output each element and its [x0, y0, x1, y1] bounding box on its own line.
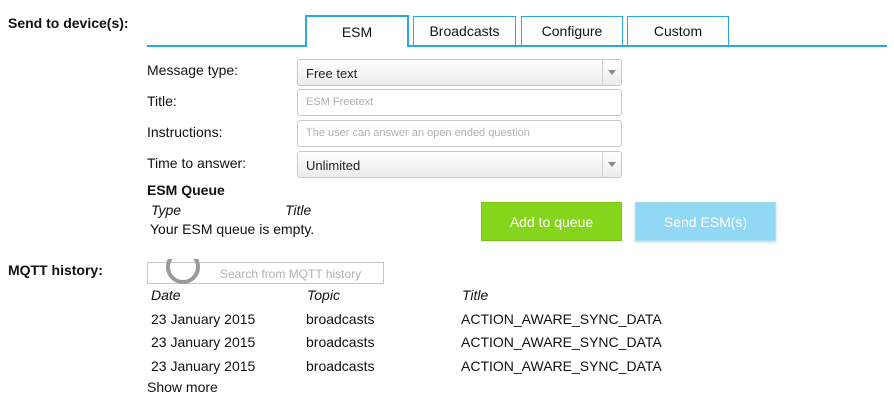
tab-bar-underline [147, 45, 887, 47]
title-field[interactable] [297, 89, 622, 116]
mqtt-row-title: ACTION_AWARE_SYNC_DATA [461, 358, 662, 374]
send-to-devices-label: Send to device(s): [8, 15, 129, 31]
chevron-down-icon [608, 162, 616, 167]
mqtt-row-date: 23 January 2015 [151, 311, 256, 327]
title-label: Title: [147, 93, 177, 109]
time-to-answer-label: Time to answer: [147, 155, 247, 171]
mqtt-row-topic: broadcasts [306, 358, 375, 374]
mqtt-row-date: 23 January 2015 [151, 358, 256, 374]
instructions-field[interactable] [297, 120, 622, 147]
tab-broadcasts[interactable]: Broadcasts [413, 16, 516, 45]
chevron-down-icon [608, 70, 616, 75]
mqtt-column-date: Date [151, 287, 181, 303]
tab-configure[interactable]: Configure [521, 16, 623, 45]
time-to-answer-dropdown-arrow[interactable] [602, 152, 621, 177]
mqtt-history-label: MQTT history: [8, 262, 103, 278]
instructions-label: Instructions: [147, 124, 223, 140]
mqtt-search-input[interactable] [218, 265, 382, 283]
search-icon [166, 259, 200, 284]
mqtt-row-date: 23 January 2015 [151, 334, 256, 350]
add-to-queue-button[interactable]: Add to queue [481, 202, 622, 241]
mqtt-row-title: ACTION_AWARE_SYNC_DATA [461, 311, 662, 327]
mqtt-column-topic: Topic [307, 287, 340, 303]
send-esm-button[interactable]: Send ESM(s) [635, 202, 776, 241]
instructions-input[interactable] [298, 121, 616, 145]
esm-queue-heading: ESM Queue [147, 182, 225, 198]
mqtt-search-field[interactable] [147, 259, 384, 284]
tab-esm[interactable]: ESM [305, 15, 409, 47]
tab-custom[interactable]: Custom [627, 16, 729, 45]
time-to-answer-select[interactable]: Unlimited [297, 151, 622, 178]
message-type-select[interactable]: Free text [297, 59, 622, 86]
message-type-value: Free text [306, 66, 358, 81]
queue-column-type: Type [151, 202, 182, 218]
mqtt-row-topic: broadcasts [306, 311, 375, 327]
queue-empty-message: Your ESM queue is empty. [150, 221, 315, 237]
time-to-answer-value: Unlimited [306, 158, 361, 173]
title-input[interactable] [298, 90, 616, 114]
show-more-link[interactable]: Show more [147, 379, 218, 395]
mqtt-row-title: ACTION_AWARE_SYNC_DATA [461, 334, 662, 350]
mqtt-row-topic: broadcasts [306, 334, 375, 350]
message-type-dropdown-arrow[interactable] [602, 60, 621, 85]
message-type-label: Message type: [147, 62, 239, 78]
mqtt-column-title: Title [462, 287, 489, 303]
queue-column-title: Title [285, 202, 312, 218]
